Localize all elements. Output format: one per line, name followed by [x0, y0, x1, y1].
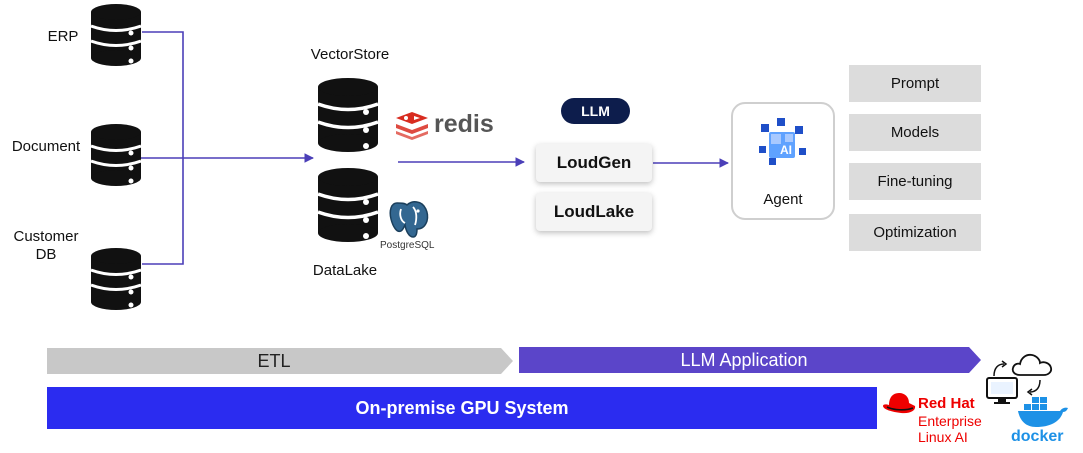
llm-badge: LLM: [561, 98, 630, 124]
source-label-customer-db: Customer DB: [13, 228, 79, 263]
postgresql-wordmark: PostgreSQL: [380, 240, 435, 251]
redis-wordmark: redis: [434, 110, 494, 138]
agent-label: Agent: [763, 191, 803, 208]
source-label-document: Document: [11, 138, 81, 155]
redhat-hat-icon: [883, 393, 916, 414]
redhat-product-line2: Linux AI: [918, 429, 968, 445]
source-label-erp: ERP: [47, 28, 79, 45]
etl-bar: [47, 348, 513, 374]
database-icon: [318, 78, 378, 152]
sync-arrows-icon: [993, 360, 1041, 396]
datalake-label: DataLake: [312, 262, 378, 279]
database-icon: [91, 124, 141, 186]
vectorstore-label: VectorStore: [310, 46, 390, 63]
source-bus-lines: [142, 31, 184, 265]
database-icon: [91, 4, 141, 66]
llm-item-loudgen[interactable]: LoudGen: [536, 144, 652, 182]
database-icon: [91, 248, 141, 310]
capability-models[interactable]: Models: [849, 114, 981, 151]
ai-cube-icon: AI: [759, 118, 806, 165]
llm-application-bar: [519, 347, 981, 373]
monitor-icon: [986, 377, 1018, 404]
capability-prompt[interactable]: Prompt: [849, 65, 981, 102]
docker-whale-icon: [1018, 397, 1068, 427]
llm-application-bar-label: LLM Application: [680, 349, 808, 370]
redhat-product-line1: Enterprise: [918, 413, 982, 429]
capability-fine-tuning[interactable]: Fine-tuning: [849, 163, 981, 200]
gpu-system-bar: On-premise GPU System: [47, 387, 877, 429]
docker-wordmark: docker: [1011, 428, 1064, 445]
llm-item-loudlake[interactable]: LoudLake: [536, 193, 652, 231]
redis-logo-icon: [396, 112, 428, 140]
capability-optimization[interactable]: Optimization: [849, 214, 981, 251]
redhat-wordmark: Red Hat: [918, 395, 975, 412]
cloud-icon: [1011, 353, 1053, 376]
agent-card[interactable]: AI Agent: [731, 102, 835, 220]
postgresql-elephant-icon: [389, 201, 429, 238]
database-icon: [318, 168, 378, 242]
etl-bar-label: ETL: [257, 350, 291, 371]
ai-icon-text: AI: [780, 143, 792, 157]
